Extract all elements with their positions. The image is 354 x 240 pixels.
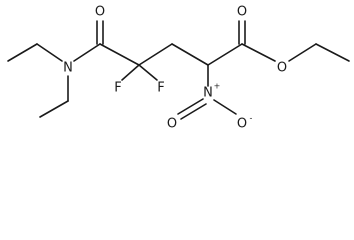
atom-n-nitro: N: [203, 86, 213, 101]
bond-nitro-no-double-2: [180, 103, 207, 120]
bond-ethyl1-ch3-ch2: [7, 43, 38, 62]
bond-nitro-no-single: [213, 99, 237, 115]
bond-ethyl1-ch2-n: [36, 43, 63, 62]
bond-n-amide-carbon: [73, 43, 101, 62]
bonds: [7, 20, 350, 120]
atom-f-left: F: [114, 81, 121, 96]
atom-o-nitro-single: O: [237, 117, 247, 132]
atom-o-ester-ether: O: [277, 61, 287, 76]
bond-cf2-f-left: [121, 64, 140, 81]
bond-cf2-ch2: [138, 43, 173, 66]
bond-ester-c-o: [241, 43, 276, 62]
chemical-structure: N O F F O O N + O O -: [7, 5, 350, 132]
atom-n-amide: N: [63, 61, 73, 76]
charge-nitro-o-minus: -: [250, 114, 253, 123]
bond-ethyl2-ch2-ch3: [39, 100, 69, 118]
bond-nitro-no-double-1: [177, 98, 204, 115]
bond-ethyl-ch2-ch3: [315, 43, 350, 62]
bond-o-ethyl-ch2: [288, 43, 317, 62]
atom-o-amide: O: [95, 5, 105, 20]
bond-cf2-f-right: [138, 64, 158, 81]
bond-ch-ester-carbon: [207, 43, 243, 66]
bond-ch2-ch: [171, 43, 209, 66]
atom-o-nitro-double: O: [167, 117, 177, 132]
atom-f-right: F: [157, 81, 164, 96]
atom-labels: N O F F O O N + O O -: [63, 5, 287, 132]
charge-nitro-n-plus: +: [214, 82, 221, 91]
bond-amide-cf2: [99, 43, 140, 66]
atom-o-ester-carbonyl: O: [237, 5, 247, 20]
